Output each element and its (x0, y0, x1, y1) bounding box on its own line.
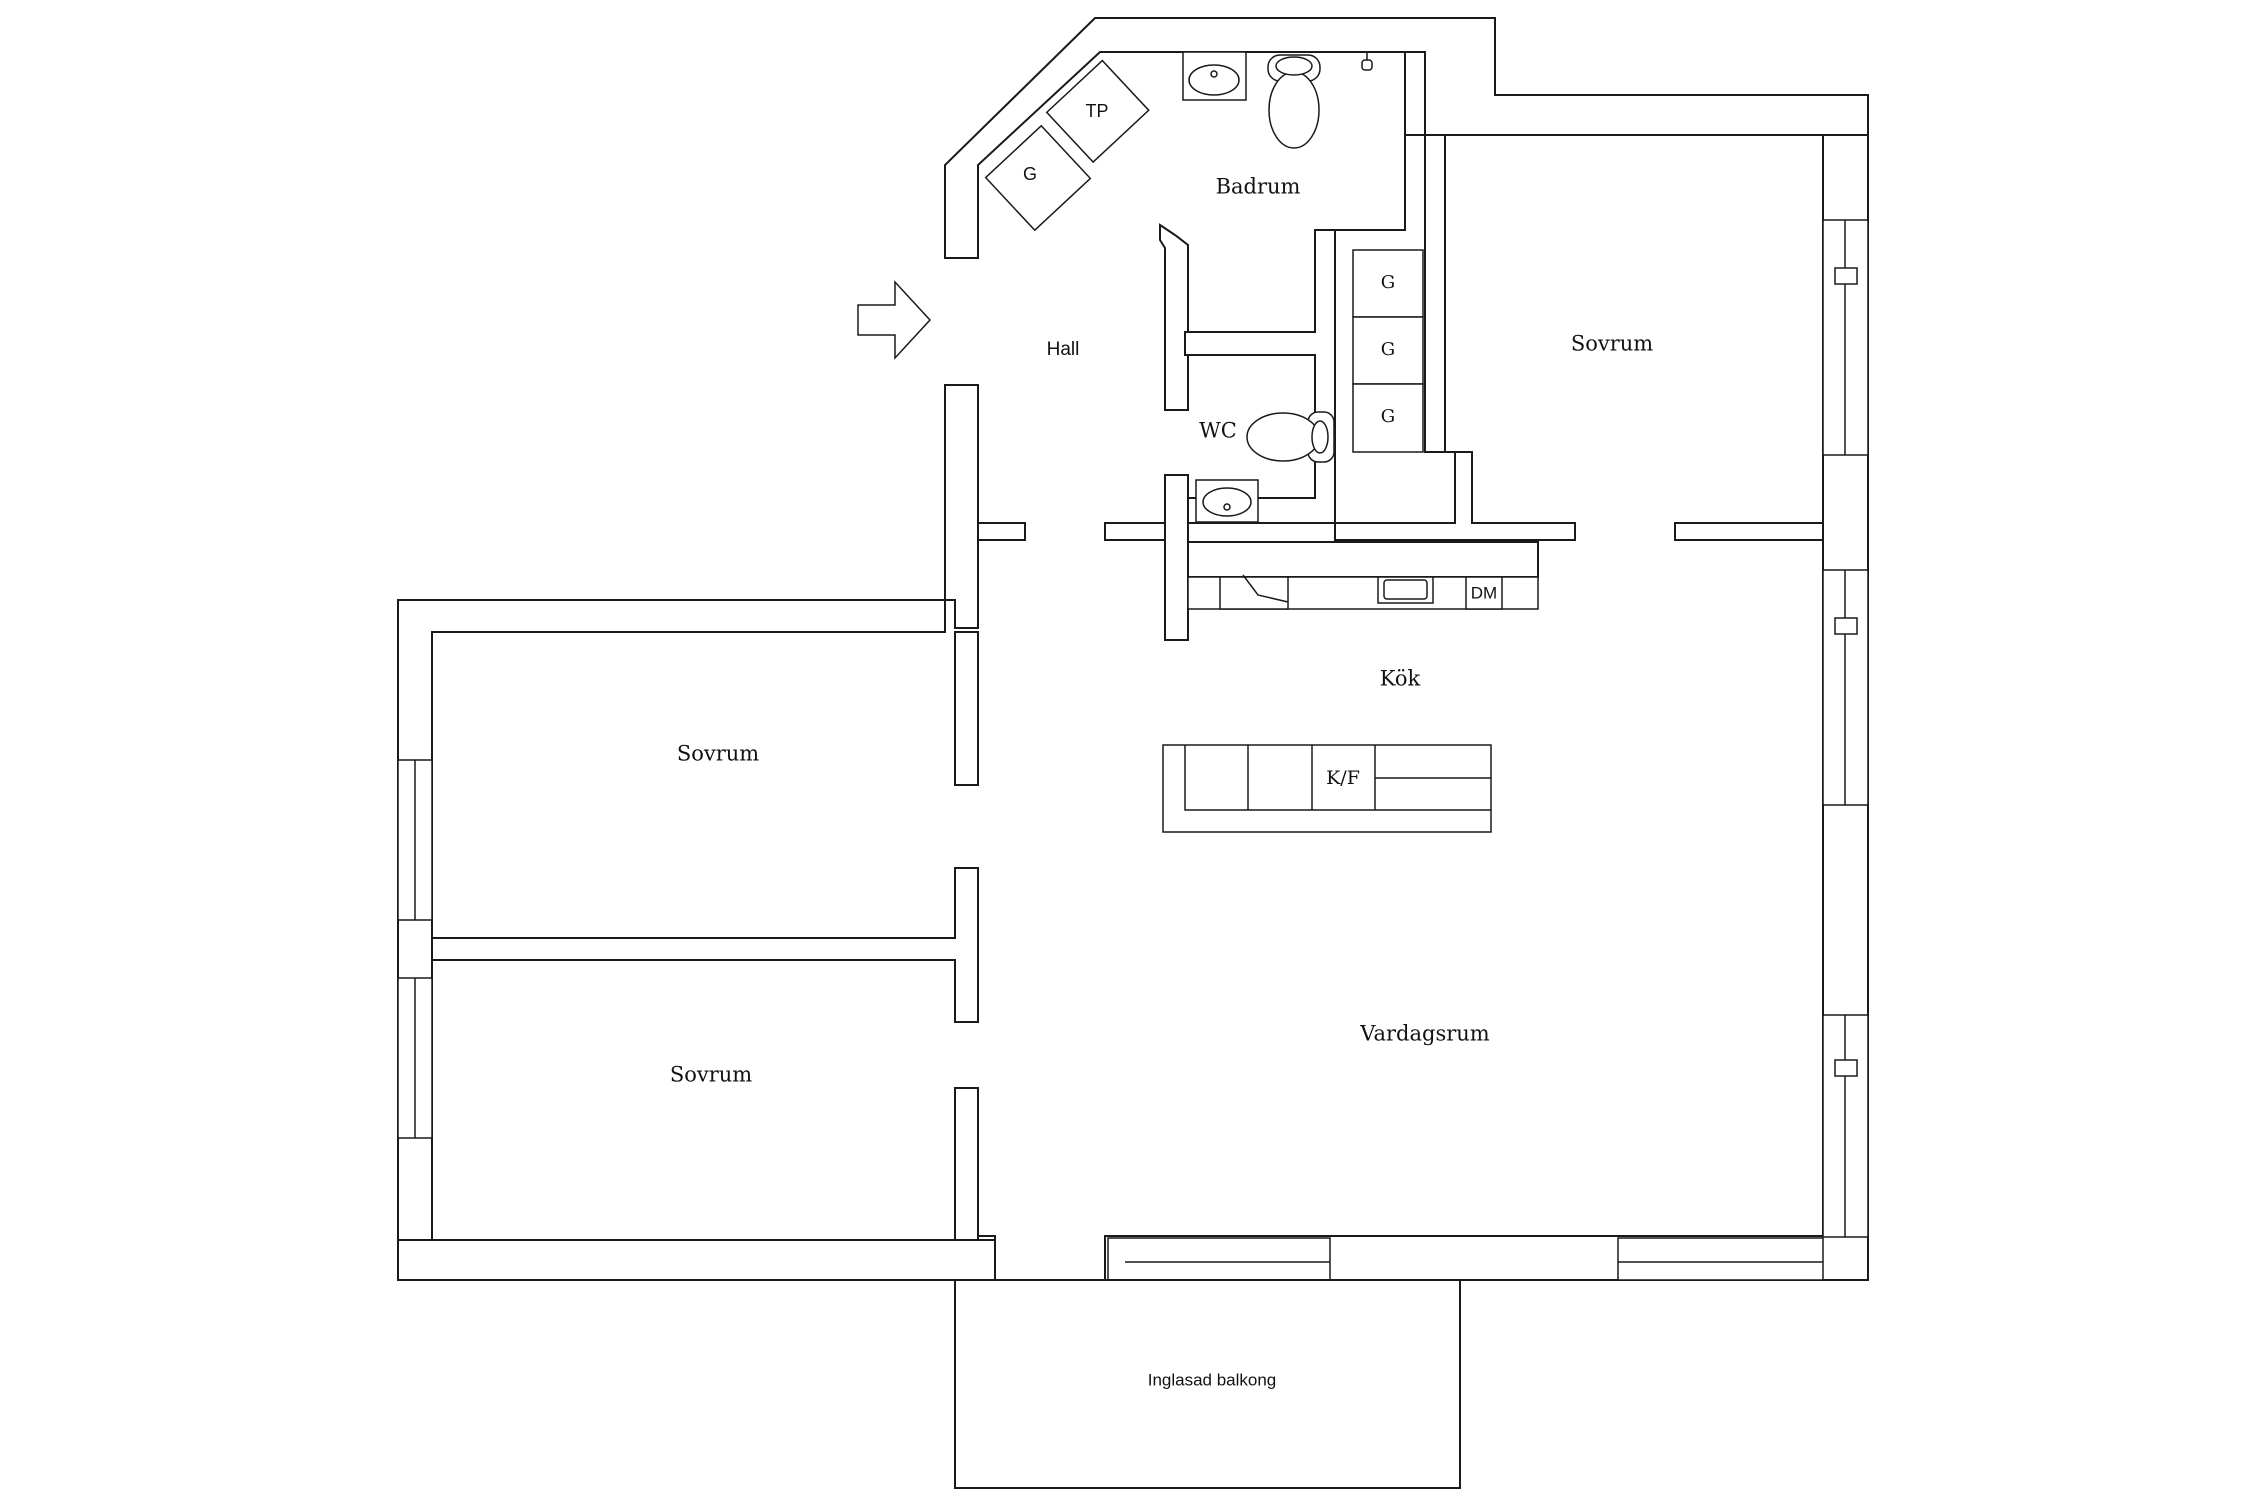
fixture-label-kf: K/F (1326, 767, 1360, 789)
fixture-label-tp: TP (1085, 101, 1108, 121)
room-label-sovrum-right: Sovrum (1571, 332, 1653, 356)
toilet-icon (1267, 54, 1321, 149)
washer-box (984, 124, 1092, 232)
room-label-balkong: Inglasad balkong (1148, 1370, 1277, 1389)
wall-bedroom-right (1334, 134, 1576, 541)
closet-cabinet (1352, 383, 1424, 453)
room-label-wc: WC (1199, 419, 1237, 443)
balcony-outline (954, 1279, 1461, 1489)
shower-icon (1361, 52, 1373, 71)
window-handle (1834, 1059, 1858, 1077)
wall-bottom (397, 1239, 996, 1281)
wall-kitchen-top-right (1674, 522, 1824, 541)
closet-cabinet (1352, 316, 1424, 385)
fixture-label-g: G (1023, 164, 1037, 184)
window-handle (1834, 617, 1858, 635)
dishwasher (1465, 576, 1503, 610)
stove-icon (1219, 576, 1289, 610)
closet-cabinets (1352, 249, 1424, 453)
outer-walls (397, 17, 1869, 1281)
windows-right (1822, 219, 1869, 1238)
interior-walls (431, 51, 1824, 1241)
wall-left-top (397, 599, 946, 1241)
balcony-door (1107, 1237, 1331, 1281)
fixture-label-g: G (1381, 406, 1395, 427)
room-label-badrum: Badrum (1216, 175, 1301, 199)
kitchen-counter (1187, 541, 1539, 610)
upper-counter (1187, 541, 1539, 578)
wall-hall-stub (977, 522, 1026, 541)
entry-arrow-icon (857, 280, 932, 360)
room-label-sovrum-bottom-left: Sovrum (670, 1063, 752, 1087)
fixture-label-g: G (1381, 272, 1395, 293)
wall-wc-left (1159, 223, 1189, 411)
closet-cabinet (1352, 249, 1424, 318)
room-label-kok: Kök (1380, 667, 1421, 691)
bath-machines (984, 59, 1150, 232)
wall-bedroom2-right (954, 1087, 979, 1241)
fixture-label-g: G (1381, 339, 1395, 360)
dryer-box (1045, 59, 1150, 164)
wall-hall-left (944, 384, 979, 629)
wall-kitchen-top (1104, 522, 1166, 541)
toilet-icon (1246, 411, 1335, 463)
room-label-hall: Hall (1047, 339, 1080, 360)
wall-bedroom-divider (431, 867, 979, 1023)
island-outline (1162, 744, 1492, 833)
wall-bedroom2-right-return (977, 1235, 996, 1241)
wall-bedroom-left-right (954, 631, 979, 786)
windows-left (397, 759, 433, 1139)
room-label-sovrum-top-left: Sovrum (677, 742, 759, 766)
windows-bottom (1107, 1237, 1824, 1281)
wall-wc-left-lower (1164, 474, 1189, 641)
window (1617, 1237, 1824, 1281)
sink-icon (1182, 51, 1247, 101)
room-label-vardagsrum: Vardagsrum (1359, 1022, 1490, 1046)
fixture-label-dm: DM (1471, 583, 1497, 602)
window-handle (1834, 267, 1858, 285)
sink-icon (1195, 479, 1259, 523)
kitchen-island (1162, 744, 1492, 833)
room-labels: Hall Badrum WC Sovrum Sovrum Sovrum Kök … (670, 101, 1653, 1390)
